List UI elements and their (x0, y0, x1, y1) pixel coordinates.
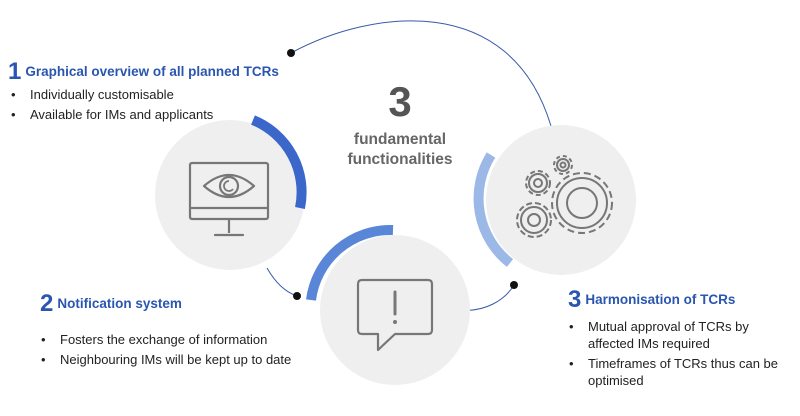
center-label: fundamental functionalities (330, 130, 470, 170)
feature-1-bullets: Individually customisable Available for … (8, 86, 308, 126)
list-item: Neighbouring IMs will be kept up to date (38, 351, 328, 368)
feature-1-number: 1 (8, 58, 22, 85)
connector-dot (293, 292, 301, 300)
feature-3-bullets: Mutual approval of TCRs by affected IMs … (566, 318, 798, 392)
gears-icon (516, 155, 613, 238)
feature-2-bullets: Fosters the exchange of information Neig… (38, 331, 328, 371)
feature-1-title-text: Graphical overview of all planned TCRs (25, 64, 279, 79)
feature-2-title-text: Notification system (57, 296, 182, 311)
feature-3-circle (486, 125, 636, 275)
center-number: 3 (388, 78, 412, 125)
list-item: Mutual approval of TCRs by affected IMs … (566, 318, 798, 352)
list-item: Available for IMs and applicants (8, 106, 308, 123)
speech-bubble-exclamation-icon (356, 278, 434, 352)
connector-left-curve (266, 267, 298, 297)
list-item: Timeframes of TCRs thus can be optimised (566, 355, 798, 389)
monitor-eye-icon (188, 161, 270, 237)
feature-2-number: 2 (40, 290, 54, 317)
feature-3-title-text: Harmonisation of TCRs (585, 292, 736, 307)
feature-1-arc (251, 115, 307, 210)
list-item: Fosters the exchange of information (38, 331, 328, 348)
connector-dot (510, 281, 518, 289)
center-label-line1: fundamental (353, 131, 447, 148)
connector-top-arc (290, 20, 552, 127)
feature-2-arc (306, 224, 394, 301)
connector-dot (287, 49, 295, 57)
feature-3-arc (473, 152, 514, 267)
list-item: Individually customisable (8, 86, 308, 103)
center-label-line2: functionalities (347, 151, 453, 168)
feature-3-number: 3 (568, 286, 582, 313)
